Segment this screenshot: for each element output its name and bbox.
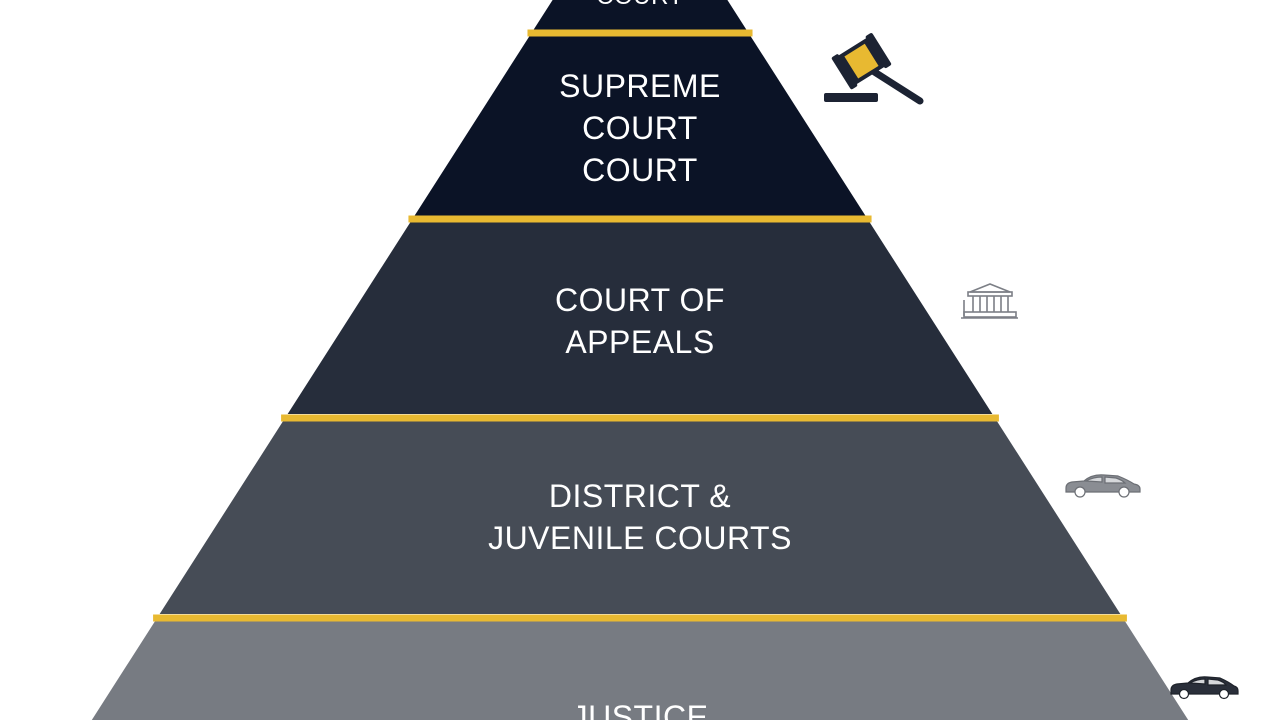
tier-label: JUSTICE <box>572 699 709 720</box>
pyramid-tiers <box>91 0 1189 720</box>
tier-label: COURT <box>596 0 683 10</box>
tier-court-of-appeals <box>287 222 993 414</box>
tier-label: DISTRICT & <box>549 478 731 514</box>
tier-court-top <box>533 0 747 30</box>
tier-label: COURT OF <box>555 282 725 318</box>
tier-district-juvenile-courts <box>159 421 1121 614</box>
car-icon <box>1065 474 1141 498</box>
courthouse-icon <box>961 283 1018 319</box>
tier-label: JUVENILE COURTS <box>488 520 792 556</box>
tier-labels: COURT SUPREME COURT COURT COURT OF APPEALS DIS… <box>488 0 792 720</box>
tier-separator <box>281 414 999 422</box>
tier-separator <box>153 614 1127 622</box>
tier-separator <box>527 29 753 37</box>
tier-label: SUPREME <box>559 68 721 104</box>
tier-separators <box>153 29 1127 622</box>
tier-label: COURT <box>582 110 698 146</box>
tier-label: APPEALS <box>565 324 714 360</box>
car-icon <box>1170 676 1239 700</box>
tier-justice <box>91 621 1189 720</box>
tier-separator <box>408 215 872 223</box>
tier-label: COURT <box>582 152 698 188</box>
tier-supreme-court <box>414 36 866 216</box>
gavel-icon <box>824 33 924 105</box>
